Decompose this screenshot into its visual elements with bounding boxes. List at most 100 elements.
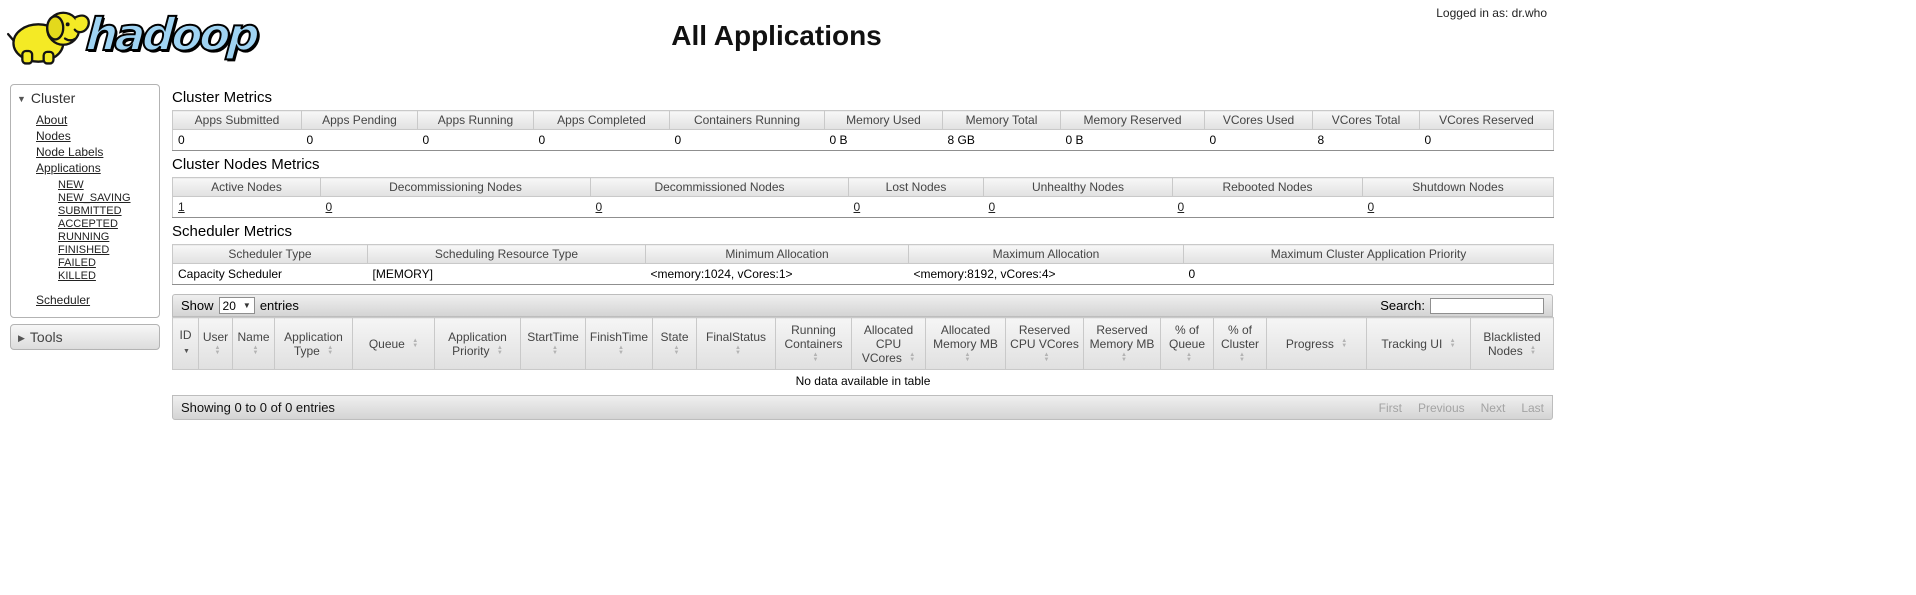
col-containers-running: Containers Running (669, 110, 825, 130)
sidebar-item-state-finished[interactable]: FINISHED (58, 244, 110, 256)
col-reserved-memory-mb[interactable]: Reserved Memory MB (1083, 317, 1161, 370)
col-minimum-allocation: Minimum Allocation (645, 244, 909, 264)
decommissioned-nodes-link[interactable]: 0 (595, 200, 603, 214)
col-state[interactable]: State (652, 317, 697, 370)
max-cluster-app-priority-value: 0 (1188, 267, 1196, 281)
sort-both-icon (412, 339, 418, 349)
col-application-type[interactable]: Application Type (274, 317, 353, 370)
application-state-links: NEW NEW_SAVING SUBMITTED ACCEPTED RUNNIN… (11, 179, 159, 283)
empty-table-message: No data available in table (172, 369, 1554, 395)
minimum-allocation-value: <memory:1024, vCores:1> (650, 267, 793, 281)
memory-total-value: 8 GB (947, 133, 975, 147)
sidebar-item-state-killed[interactable]: KILLED (58, 270, 96, 282)
col-reserved-cpu-vcores[interactable]: Reserved CPU VCores (1005, 317, 1084, 370)
sidebar-item-about[interactable]: About (36, 113, 68, 127)
col-finishtime[interactable]: FinishTime (585, 317, 653, 370)
col-apps-completed: Apps Completed (533, 110, 670, 130)
col-allocated-memory-mb[interactable]: Allocated Memory MB (925, 317, 1006, 370)
page-size-value: 20 (222, 298, 236, 313)
col-id[interactable]: ID (172, 317, 199, 370)
decommissioning-nodes-link[interactable]: 0 (325, 200, 333, 214)
scheduler-type-value: Capacity Scheduler (178, 267, 283, 281)
apps-pending-value: 0 (306, 133, 314, 147)
tools-section-header[interactable]: ▶Tools (10, 324, 160, 350)
rebooted-nodes-link[interactable]: 0 (1177, 200, 1185, 214)
sort-both-icon (1530, 346, 1536, 356)
col-starttime[interactable]: StartTime (520, 317, 586, 370)
search-input[interactable] (1430, 297, 1544, 314)
sort-both-icon (253, 346, 259, 356)
sort-desc-icon (183, 342, 190, 359)
cluster-nodes-metrics-table: Active Nodes Decommissioning Nodes Decom… (172, 177, 1554, 218)
empty-table-row: No data available in table (172, 369, 1554, 395)
hadoop-logo: hadoop (6, 3, 260, 67)
pagination-first[interactable]: First (1378, 400, 1402, 415)
sidebar-item-nodes[interactable]: Nodes (36, 129, 71, 143)
pagination: First Previous Next Last (1363, 401, 1544, 415)
col-shutdown-nodes: Shutdown Nodes (1362, 177, 1554, 197)
col-allocated-cpu-vcores[interactable]: Allocated CPU VCores (851, 317, 926, 370)
cluster-metrics-heading: Cluster Metrics (172, 89, 273, 106)
col-user[interactable]: User (198, 317, 233, 370)
col-vcores-total: VCores Total (1312, 110, 1420, 130)
top-bar: hadoop All Applications Logged in as: dr… (0, 0, 1553, 70)
col-memory-reserved: Memory Reserved (1060, 110, 1205, 130)
col-scheduler-type: Scheduler Type (172, 244, 368, 264)
col-name[interactable]: Name (232, 317, 275, 370)
col-decommissioning-nodes: Decommissioning Nodes (320, 177, 591, 197)
col-memory-total: Memory Total (942, 110, 1061, 130)
show-label: Show (181, 298, 214, 313)
sort-both-icon (1121, 353, 1127, 363)
sidebar-item-state-running[interactable]: RUNNING (58, 231, 110, 243)
sidebar-item-state-new[interactable]: NEW (58, 179, 84, 191)
col-vcores-used: VCores Used (1204, 110, 1313, 130)
lost-nodes-link[interactable]: 0 (853, 200, 861, 214)
sidebar-item-state-accepted[interactable]: ACCEPTED (58, 218, 118, 230)
apps-submitted-value: 0 (178, 133, 185, 147)
shutdown-nodes-link[interactable]: 0 (1367, 200, 1375, 214)
active-nodes-link[interactable]: 1 (178, 200, 185, 214)
sort-both-icon (618, 346, 624, 356)
col-application-priority[interactable]: Application Priority (434, 317, 521, 370)
col-max-cluster-app-priority: Maximum Cluster Application Priority (1183, 244, 1554, 264)
containers-running-value: 0 (674, 133, 682, 147)
col-pct-of-queue[interactable]: % of Queue (1160, 317, 1214, 370)
memory-used-value: 0 B (829, 133, 848, 147)
entries-label: entries (259, 298, 299, 313)
vcores-used-value: 0 (1209, 133, 1217, 147)
col-tracking-ui[interactable]: Tracking UI (1366, 317, 1471, 370)
showing-entries-info: Showing 0 to 0 of 0 entries (181, 400, 335, 415)
sidebar-item-scheduler[interactable]: Scheduler (36, 293, 91, 307)
sort-both-icon (1044, 353, 1050, 363)
sidebar-item-state-failed[interactable]: FAILED (58, 257, 96, 269)
cluster-nodes-metrics-row: 1 0 0 0 0 0 0 (173, 197, 1554, 218)
col-lost-nodes: Lost Nodes (848, 177, 984, 197)
col-running-containers[interactable]: Running Containers (775, 317, 852, 370)
page-size-select[interactable]: 20 ▼ (218, 297, 255, 314)
cluster-nav-box: ▼Cluster About Nodes Node Labels Applica… (10, 84, 160, 318)
pagination-previous[interactable]: Previous (1417, 400, 1465, 415)
sidebar-item-state-submitted[interactable]: SUBMITTED (58, 205, 122, 217)
col-progress[interactable]: Progress (1266, 317, 1367, 370)
sidebar-item-state-new-saving[interactable]: NEW_SAVING (58, 192, 131, 204)
col-active-nodes: Active Nodes (172, 177, 321, 197)
sort-both-icon (497, 346, 503, 356)
cluster-metrics-table: Apps Submitted Apps Pending Apps Running… (172, 110, 1554, 151)
col-apps-pending: Apps Pending (301, 110, 418, 130)
col-pct-of-cluster[interactable]: % of Cluster (1213, 317, 1267, 370)
sort-both-icon (909, 353, 915, 363)
unhealthy-nodes-link[interactable]: 0 (988, 200, 996, 214)
pagination-last[interactable]: Last (1521, 400, 1544, 415)
col-queue[interactable]: Queue (352, 317, 435, 370)
col-finalstatus[interactable]: FinalStatus (696, 317, 776, 370)
sidebar-item-applications[interactable]: Applications (36, 161, 101, 175)
col-blacklisted-nodes[interactable]: Blacklisted Nodes (1470, 317, 1554, 370)
applications-table: ID User Name Application Type Queue Appl… (172, 317, 1554, 395)
pagination-next[interactable]: Next (1480, 400, 1506, 415)
cluster-section-header[interactable]: ▼Cluster (11, 87, 159, 109)
sidebar-item-node-labels[interactable]: Node Labels (36, 145, 104, 159)
sort-both-icon (674, 346, 680, 356)
hadoop-elephant-icon (6, 11, 90, 65)
sort-both-icon (215, 346, 221, 356)
sort-both-icon (813, 353, 819, 363)
